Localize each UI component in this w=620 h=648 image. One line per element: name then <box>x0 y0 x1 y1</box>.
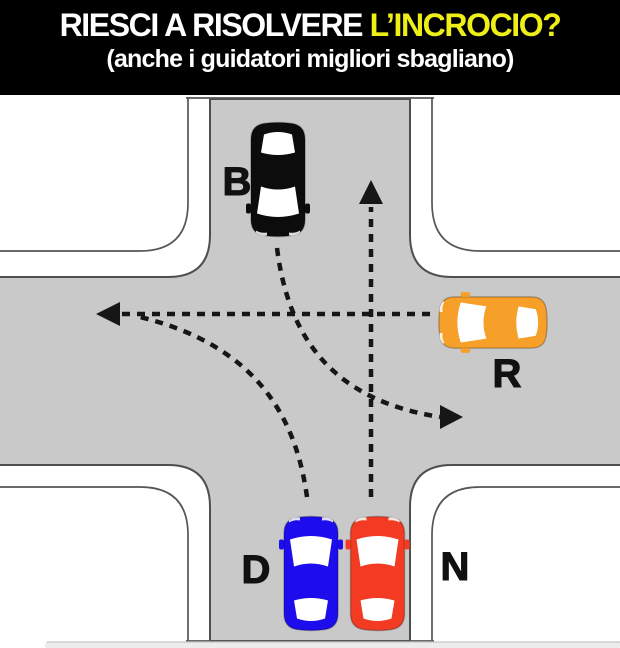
curb-outline <box>0 97 620 642</box>
banner-title-highlight: L’INCROCIO? <box>369 7 562 43</box>
intersection-svg: B R D N <box>0 95 620 648</box>
banner-title-main: RIESCI A RISOLVERE <box>59 7 370 43</box>
arrowhead-west <box>96 302 120 326</box>
banner: RIESCI A RISOLVERE L’INCROCIO? (anche i … <box>0 0 620 95</box>
car-n-icon <box>344 515 411 632</box>
car-r-icon <box>438 291 548 354</box>
path-b-turn-east <box>274 247 441 420</box>
curb-bottom-right <box>431 486 620 641</box>
arrowhead-east <box>440 405 463 429</box>
banner-subtitle: (anche i guidatori migliori sbagliano) <box>106 45 514 73</box>
trajectory-lines <box>118 207 441 498</box>
car-labels: B R D N <box>222 159 522 592</box>
bottom-strip <box>45 642 620 648</box>
curb-bottom-left <box>0 486 189 641</box>
car-b-icon <box>245 121 311 238</box>
curb-top-right <box>431 97 620 252</box>
label-car-b: B <box>223 160 252 204</box>
intersection-scene: B R D N <box>0 95 620 648</box>
arrowhead-north <box>359 180 383 204</box>
car-d-icon <box>278 515 344 632</box>
trajectory-arrowheads <box>96 180 463 429</box>
label-car-d: D <box>242 548 271 592</box>
curb-top-left <box>0 97 189 252</box>
label-car-r: R <box>493 352 522 396</box>
label-car-n: N <box>441 545 470 589</box>
banner-title: RIESCI A RISOLVERE L’INCROCIO? <box>0 0 620 44</box>
